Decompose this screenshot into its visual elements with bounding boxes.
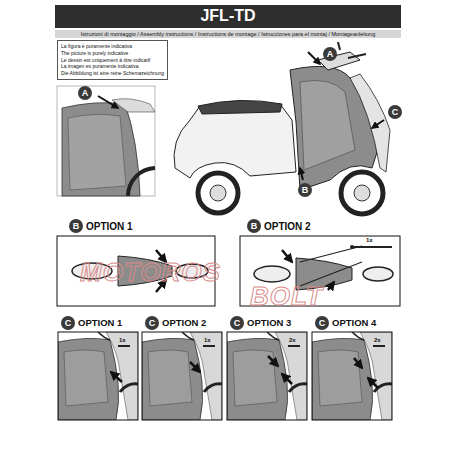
quantity-label: 1x: [366, 237, 373, 244]
callout-letter: B: [247, 219, 261, 233]
option-heading: OPTION 1: [86, 221, 133, 233]
callout-text: C: [234, 319, 241, 328]
callout-text: B: [251, 222, 258, 231]
callout-text: A: [82, 89, 89, 98]
watermark: BOLT: [250, 282, 323, 312]
callout-text: B: [302, 186, 309, 195]
callout-letter: C: [230, 316, 244, 330]
callout-text: A: [327, 50, 334, 59]
note-text: Le dessin est uniquement à titre indicat…: [61, 57, 164, 64]
note-text: The picture is purely indicative: [61, 50, 164, 57]
note-text: La imagen es puramente indicativa: [61, 63, 164, 70]
callout-letter: B: [69, 219, 83, 233]
option-heading: OPTION 2: [264, 221, 311, 233]
callout-letter: C: [145, 316, 159, 330]
callout-text: C: [392, 108, 399, 117]
watermark: MOTOROS: [80, 258, 221, 288]
quantity-label: 1x: [204, 337, 211, 344]
note-text: Die Abbildung ist eine reine Schemazeich…: [61, 70, 164, 77]
callout-letter: C: [315, 316, 329, 330]
callout-text: C: [319, 319, 326, 328]
note-text: La figura è puramente indicativa: [61, 43, 164, 50]
callout-text: C: [65, 319, 72, 328]
quantity-label: 2x: [374, 337, 381, 344]
sheet-title: JFL-TD: [55, 7, 401, 25]
callout-letter: A: [78, 86, 92, 100]
note-box: La figura è puramente indicativaThe pict…: [57, 40, 168, 80]
subheader-text: Istruzioni di montaggio / Assembly instr…: [55, 31, 401, 37]
callout-text: B: [73, 222, 80, 231]
option-heading: OPTION 4: [332, 318, 376, 329]
callout-text: C: [149, 319, 156, 328]
option-heading: OPTION 3: [247, 318, 291, 329]
callout-letter: B: [298, 183, 312, 197]
quantity-label: 1x: [119, 337, 126, 344]
callout-letter: C: [61, 316, 75, 330]
callout-letter: A: [323, 47, 337, 61]
option-heading: OPTION 1: [78, 318, 122, 329]
quantity-label: 2x: [289, 337, 296, 344]
option-heading: OPTION 2: [162, 318, 206, 329]
callout-letter: C: [388, 105, 402, 119]
